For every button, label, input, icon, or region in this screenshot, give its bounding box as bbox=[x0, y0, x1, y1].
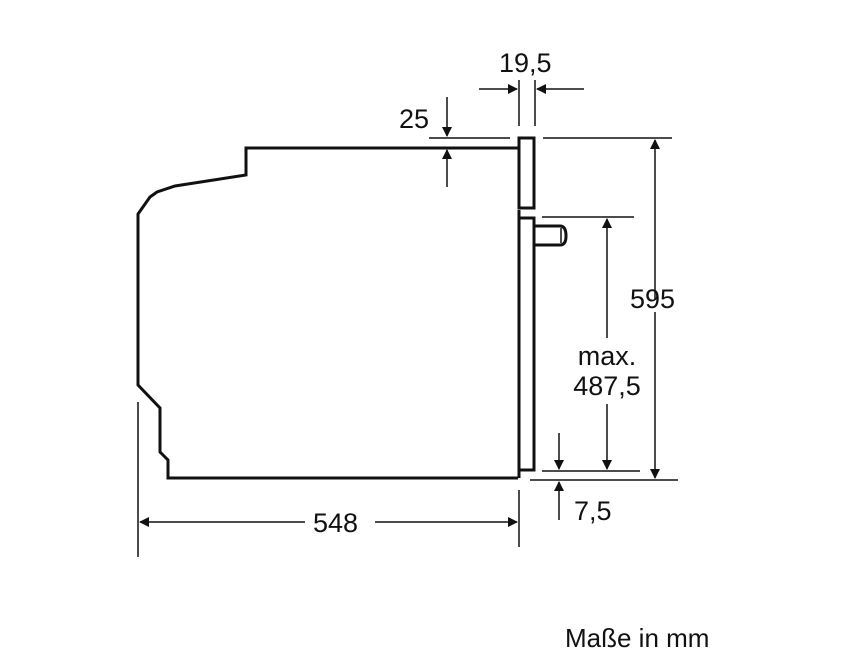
door-handle bbox=[535, 224, 568, 247]
dimension-label-door-height-prefix: max. bbox=[577, 341, 637, 371]
dimension-label-total-height: 595 bbox=[630, 284, 676, 314]
oven-door bbox=[517, 210, 536, 478]
control-panel bbox=[517, 136, 536, 210]
dimension-label-top-offset: 25 bbox=[399, 104, 430, 134]
dimension-label-front-thickness: 19,5 bbox=[499, 48, 552, 78]
dimension-label-depth: 548 bbox=[313, 508, 359, 538]
dimension-label-door-height: 487,5 bbox=[573, 371, 641, 401]
units-note: Maße in mm bbox=[565, 623, 710, 653]
dimension-label-bottom-offset: 7,5 bbox=[574, 496, 612, 526]
appliance-body-outline bbox=[136, 146, 518, 480]
